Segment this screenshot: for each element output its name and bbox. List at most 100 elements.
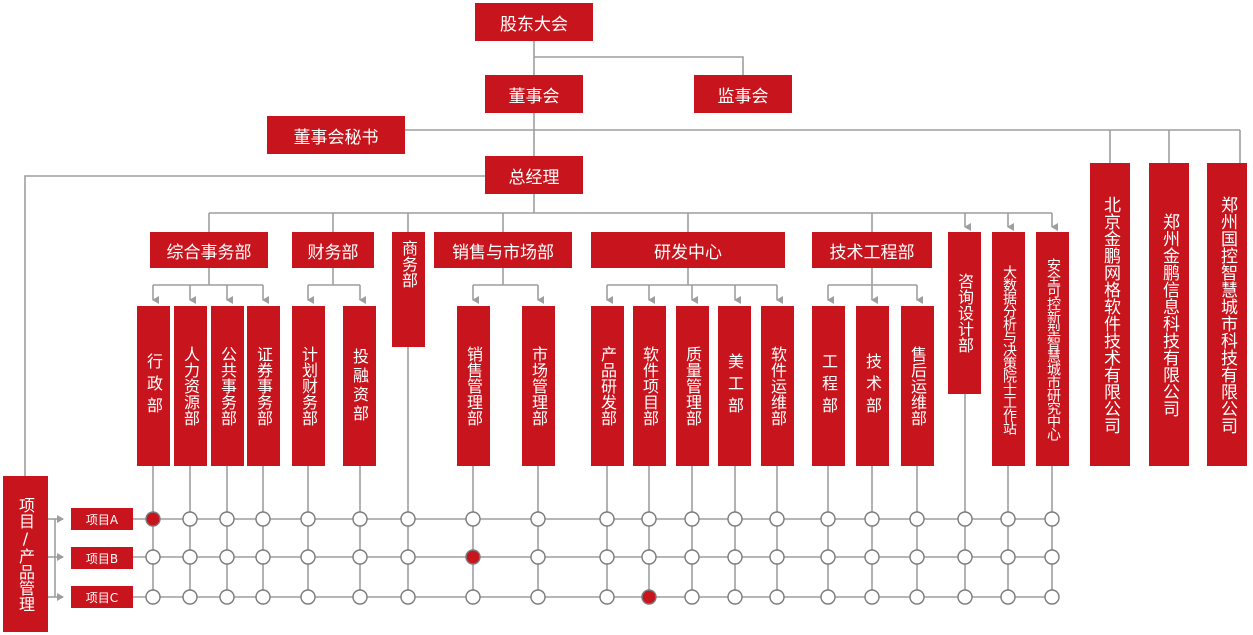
matrix-node — [352, 511, 368, 527]
subdept-admin: 行政部 — [137, 306, 170, 466]
subdept-investment: 投融资部 — [343, 306, 376, 466]
matrix-node — [1000, 511, 1016, 527]
matrix-node — [820, 549, 836, 565]
dept-consulting-design: 咨询设计部 — [948, 232, 981, 394]
matrix-node — [255, 511, 271, 527]
dept-smart-city-research: 安全可控新型智慧城市研究中心 — [1036, 232, 1069, 466]
subdept-planning-finance: 计划财务部 — [292, 306, 325, 466]
dept-general-affairs: 综合事务部 — [150, 232, 268, 268]
subdept-hr: 人力资源部 — [174, 306, 207, 466]
subdept-software-ops: 软件运维部 — [761, 306, 794, 466]
board-box: 董事会 — [485, 75, 583, 113]
subdept-quality-mgmt: 质量管理部 — [676, 306, 709, 466]
board-secretary-box: 董事会秘书 — [267, 116, 405, 154]
matrix-node — [957, 549, 973, 565]
matrix-node — [352, 549, 368, 565]
connector-shareholders-supervisors — [534, 56, 744, 75]
matrix-node — [1044, 511, 1060, 527]
matrix-node — [864, 589, 880, 605]
matrix-node — [1044, 549, 1060, 565]
subdept-public-affairs: 公共事务部 — [211, 306, 244, 466]
subsidiary-zhengzhou-jinpeng: 郑州金鹏信息科技有限公司 — [1149, 163, 1189, 466]
matrix-node — [909, 549, 925, 565]
dept-sales-marketing: 销售与市场部 — [434, 232, 572, 268]
general-manager-box: 总经理 — [485, 156, 583, 194]
subdept-after-sales-ops: 售后运维部 — [901, 306, 934, 466]
project-product-mgmt-box: 项目/产品管理 — [3, 476, 48, 632]
subsidiary-beijing-jinpeng: 北京金鹏网格软件技术有限公司 — [1090, 163, 1130, 466]
matrix-node — [219, 589, 235, 605]
matrix-node — [599, 549, 615, 565]
matrix-node — [352, 589, 368, 605]
matrix-node — [400, 549, 416, 565]
matrix-node — [145, 589, 161, 605]
matrix-node-active — [465, 549, 481, 565]
subdept-product-rd: 产品研发部 — [591, 306, 624, 466]
matrix-node — [1000, 589, 1016, 605]
matrix-node — [909, 511, 925, 527]
matrix-node — [1044, 589, 1060, 605]
matrix-node — [864, 549, 880, 565]
dept-business: 商务部 — [392, 232, 425, 347]
matrix-node — [727, 549, 743, 565]
matrix-node — [530, 589, 546, 605]
matrix-node — [684, 511, 700, 527]
matrix-node — [957, 511, 973, 527]
matrix-node — [255, 589, 271, 605]
matrix-node — [684, 589, 700, 605]
matrix-node — [219, 511, 235, 527]
matrix-node-active — [145, 511, 161, 527]
connector-gm-project-mgmt — [24, 175, 485, 476]
matrix-node — [864, 511, 880, 527]
matrix-node — [300, 511, 316, 527]
matrix-node — [145, 549, 161, 565]
matrix-node — [530, 511, 546, 527]
matrix-node — [599, 589, 615, 605]
dept-big-data-workstation: 大数据分析与决策院士工作站 — [992, 232, 1025, 466]
matrix-node — [465, 589, 481, 605]
matrix-node — [300, 549, 316, 565]
matrix-node — [957, 589, 973, 605]
supervisory-board-box: 监事会 — [694, 75, 792, 113]
matrix-node — [820, 589, 836, 605]
matrix-node — [769, 511, 785, 527]
shareholders-meeting-box: 股东大会 — [475, 3, 593, 41]
matrix-node — [727, 589, 743, 605]
subdept-sales-mgmt: 销售管理部 — [457, 306, 490, 466]
matrix-node — [727, 511, 743, 527]
matrix-node-active — [641, 589, 657, 605]
subdept-market-mgmt: 市场管理部 — [522, 306, 555, 466]
matrix-node — [219, 549, 235, 565]
subdept-securities: 证券事务部 — [247, 306, 280, 466]
dept-rd-center: 研发中心 — [591, 232, 785, 268]
matrix-node — [769, 589, 785, 605]
matrix-node — [769, 549, 785, 565]
matrix-node — [400, 589, 416, 605]
matrix-node — [182, 549, 198, 565]
dept-tech-engineering: 技术工程部 — [812, 232, 932, 268]
subdept-technical: 技术部 — [856, 306, 889, 466]
subdept-engineering: 工程部 — [812, 306, 845, 466]
subdept-software-project: 软件项目部 — [633, 306, 666, 466]
project-b-label: 项目B — [71, 547, 133, 569]
matrix-node — [599, 511, 615, 527]
project-a-label: 项目A — [71, 508, 133, 530]
matrix-node — [255, 549, 271, 565]
matrix-node — [400, 511, 416, 527]
subsidiary-zhengzhou-guokong: 郑州国控智慧城市科技有限公司 — [1207, 163, 1247, 466]
project-c-label: 项目C — [71, 586, 133, 608]
matrix-node — [909, 589, 925, 605]
matrix-node — [1000, 549, 1016, 565]
matrix-node — [641, 511, 657, 527]
subdept-art: 美工部 — [718, 306, 751, 466]
matrix-node — [820, 511, 836, 527]
matrix-node — [530, 549, 546, 565]
matrix-node — [300, 589, 316, 605]
dept-finance: 财务部 — [292, 232, 374, 268]
matrix-node — [641, 549, 657, 565]
matrix-node — [182, 511, 198, 527]
matrix-node — [182, 589, 198, 605]
matrix-node — [465, 511, 481, 527]
matrix-node — [684, 549, 700, 565]
